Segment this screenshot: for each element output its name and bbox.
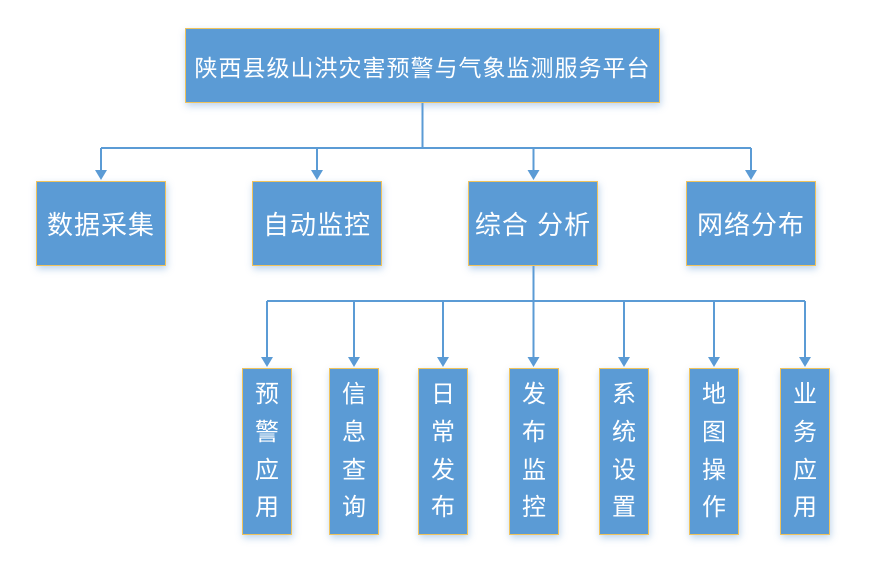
- node-label: 信息查询: [342, 380, 366, 522]
- arrowhead-icon: [527, 357, 540, 367]
- node-label: 综合 分析: [474, 210, 592, 240]
- node-business-application: 业务应用: [780, 368, 830, 535]
- arrowhead-icon: [95, 170, 107, 180]
- arrowhead-icon: [799, 357, 811, 367]
- node-label: 陕西县级山洪灾害预警与气象监测服务平台: [194, 54, 651, 81]
- node-warning-application: 预警应用: [242, 368, 292, 535]
- node-auto-monitoring: 自动监控: [252, 181, 382, 266]
- node-label: 系统设置: [612, 380, 636, 522]
- node-data-collection: 数据采集: [36, 181, 166, 266]
- arrowhead-icon: [437, 357, 449, 367]
- node-label: 业务应用: [793, 380, 817, 522]
- node-platform-title: 陕西县级山洪灾害预警与气象监测服务平台: [185, 28, 660, 103]
- node-label: 预警应用: [255, 380, 279, 522]
- node-label: 地图操作: [702, 380, 726, 522]
- connector-root-to-level2: [95, 103, 757, 180]
- arrowhead-icon: [708, 357, 720, 367]
- arrowhead-icon: [745, 170, 757, 180]
- node-daily-release: 日常发布: [418, 368, 468, 535]
- node-label: 数据采集: [46, 210, 155, 240]
- node-comprehensive-analysis: 综合 分析: [468, 181, 598, 266]
- arrowhead-icon: [311, 170, 323, 180]
- arrowhead-icon: [618, 357, 630, 367]
- arrowhead-icon: [527, 170, 540, 180]
- node-label: 网络分布: [696, 210, 805, 240]
- arrowhead-icon: [261, 357, 273, 367]
- node-label: 日常发布: [431, 380, 455, 522]
- node-map-operations: 地图操作: [689, 368, 739, 535]
- node-label: 发布监控: [522, 380, 546, 522]
- node-information-query: 信息查询: [329, 368, 379, 535]
- node-release-monitoring: 发布监控: [509, 368, 559, 535]
- node-network-distribution: 网络分布: [686, 181, 816, 266]
- node-label: 自动监控: [262, 210, 371, 240]
- connector-analysis-to-level3: [261, 266, 811, 367]
- arrowhead-icon: [348, 357, 360, 367]
- node-system-settings: 系统设置: [599, 368, 649, 535]
